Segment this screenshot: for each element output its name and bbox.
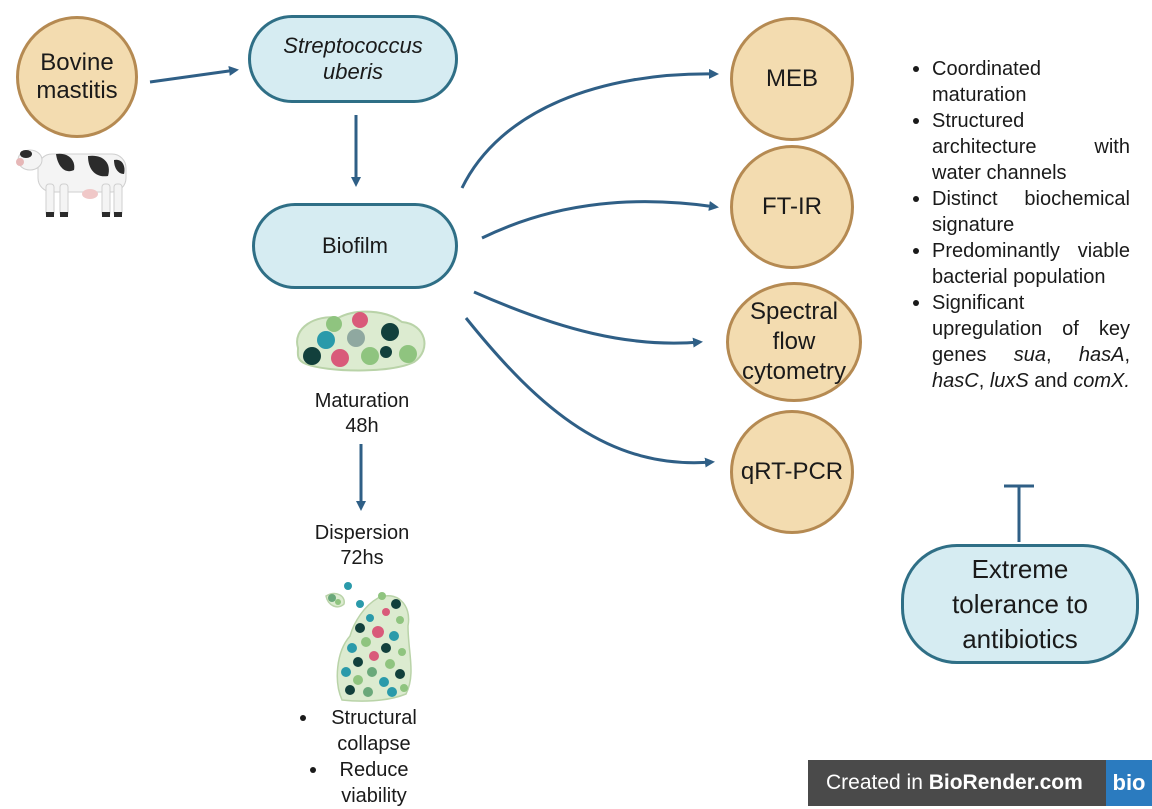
structural-collapse-text: Structural collapse <box>331 707 417 755</box>
extreme-tolerance-label: Extreme tolerance to antibiotics <box>952 553 1088 654</box>
gene-comx: comX. <box>1073 370 1130 392</box>
gene-sua: sua <box>1013 344 1047 366</box>
list-item: Significant upregulation of key genes su… <box>908 290 1130 394</box>
coordinated-maturation-text: Coordinated maturation <box>932 58 1041 106</box>
maturation-time: 48h <box>345 415 379 437</box>
meb-label: MEB <box>765 65 818 92</box>
upregulation-text: Significant upregulation of key genes <box>932 292 1130 366</box>
biofilm-node: Biofilm <box>252 203 458 289</box>
spectral-flow-node: Spectral flow cytometry <box>726 282 862 402</box>
arrow-biofilm-to-spectral <box>473 290 703 348</box>
extreme-tolerance-node: Extreme tolerance to antibiotics <box>901 544 1139 664</box>
biochemical-signature-text: Distinct biochemical signature <box>932 188 1130 236</box>
biorender-logo-icon: bio <box>1106 760 1152 806</box>
arrow-biofilm-to-meb <box>460 68 719 189</box>
separator: , <box>1124 344 1130 366</box>
biorender-credit[interactable]: Created in BioRender.com bio <box>808 760 1152 806</box>
gene-hasc: hasC <box>932 370 979 392</box>
separator: and <box>1028 370 1074 392</box>
list-item: Distinct biochemical signature <box>908 186 1130 238</box>
list-item: Coordinated maturation <box>908 56 1130 108</box>
mature-biofilm-icon <box>296 310 426 372</box>
separator: , <box>978 370 990 392</box>
gene-hasa: hasA <box>1078 344 1125 366</box>
list-item: Reduce viability <box>305 757 419 809</box>
biofilm-label: Biofilm <box>321 233 388 258</box>
maturation-caption: Maturation 48h <box>300 389 424 439</box>
arrow-biofilm-to-qrtpcr <box>464 317 715 468</box>
spectral-flow-label: Spectral flow cytometry <box>741 298 846 385</box>
arrow-mastitis-to-strep <box>149 66 239 84</box>
viable-population-text: Predominantly viable bacterial populatio… <box>932 240 1130 288</box>
structured-architecture-text: Structured architecture with water chann… <box>932 110 1130 184</box>
dispersing-biofilm-icon <box>325 582 412 702</box>
arrow-biofilm-to-ftir <box>481 200 719 240</box>
credit-prefix: Created in <box>826 771 929 794</box>
list-item: Structural collapse <box>295 705 429 757</box>
maturation-label: Maturation <box>314 390 410 412</box>
qrtpcr-node: qRT-PCR <box>730 410 854 534</box>
dispersion-label: Dispersion <box>314 522 410 544</box>
separator: , <box>1046 344 1079 366</box>
credit-text: Created in BioRender.com <box>808 771 1083 795</box>
list-item: Structured architecture with water chann… <box>908 108 1130 186</box>
gene-luxs: luxS <box>989 370 1029 392</box>
bovine-mastitis-node: Bovine mastitis <box>16 16 138 138</box>
ftir-label: FT-IR <box>762 193 822 220</box>
qrtpcr-label: qRT-PCR <box>740 458 844 485</box>
reduce-viability-text: Reduce viability <box>339 759 409 807</box>
streptococcus-node: Streptococcus uberis <box>248 15 458 103</box>
dispersion-outcomes-list: Structural collapse Reduce viability <box>272 705 452 809</box>
streptococcus-label: Streptococcus uberis <box>283 33 423 84</box>
bovine-mastitis-label: Bovine mastitis <box>36 49 118 104</box>
meb-node: MEB <box>730 17 854 141</box>
ftir-node: FT-IR <box>730 145 854 269</box>
dispersion-time: 72hs <box>340 547 384 569</box>
dispersion-caption: Dispersion 72hs <box>300 521 424 571</box>
list-item: Predominantly viable bacterial populatio… <box>908 238 1130 290</box>
credit-brand: BioRender.com <box>928 771 1083 794</box>
biofilm-characteristics-list: Coordinated maturation Structured archit… <box>908 56 1130 394</box>
cow-icon <box>16 149 127 217</box>
